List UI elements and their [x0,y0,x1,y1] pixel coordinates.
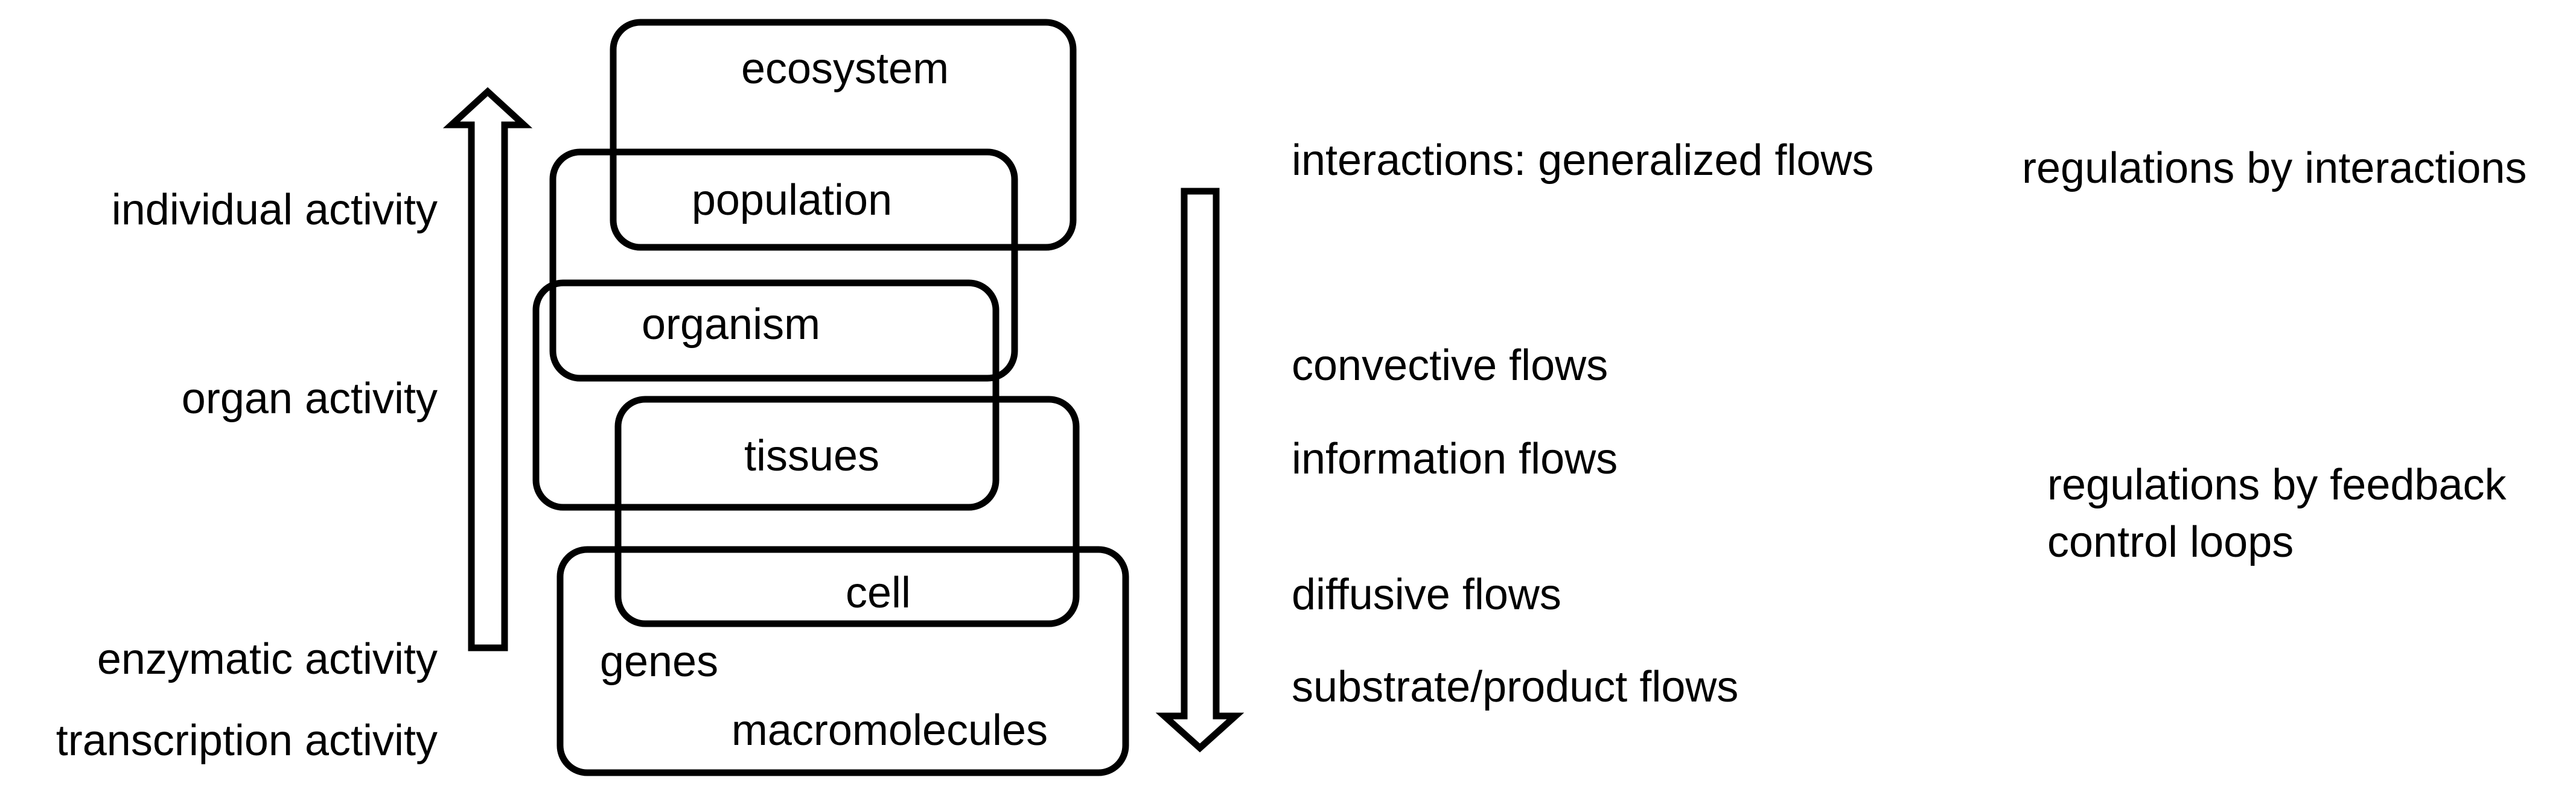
genes-label: genes [600,638,718,686]
tissues-label: tissues [744,432,879,480]
organ-activity-label: organ activity [182,375,438,423]
individual-activity-label: individual activity [112,186,438,234]
cell-label: cell [846,569,911,617]
interactions-flows-label: interactions: generalized flows [1292,136,1874,185]
organism-box [532,279,999,511]
ecosystem-label: ecosystem [741,45,949,93]
diffusive-flows-label: diffusive flows [1292,571,1561,619]
regulations-feedback-label-line2: control loops [2047,518,2294,566]
population-box [549,148,1018,382]
down-arrow [1155,188,1245,753]
transcription-activity-label: transcription activity [56,717,438,765]
convective-flows-label: convective flows [1292,341,1608,390]
ecosystem-box [610,19,1077,251]
cell-macromolecules-box [556,546,1129,776]
regulations-interactions-label: regulations by interactions [2022,144,2527,192]
organism-label: organism [642,300,820,349]
information-flows-label: information flows [1292,435,1618,483]
tissues-box [614,396,1080,627]
population-label: population [692,176,892,224]
substrate-product-flows-label: substrate/product flows [1292,663,1738,711]
enzymatic-activity-label: enzymatic activity [97,635,438,683]
up-arrow [442,87,533,651]
regulations-feedback-label-line1: regulations by feedback [2047,461,2507,509]
macromolecules-label: macromolecules [732,706,1048,755]
